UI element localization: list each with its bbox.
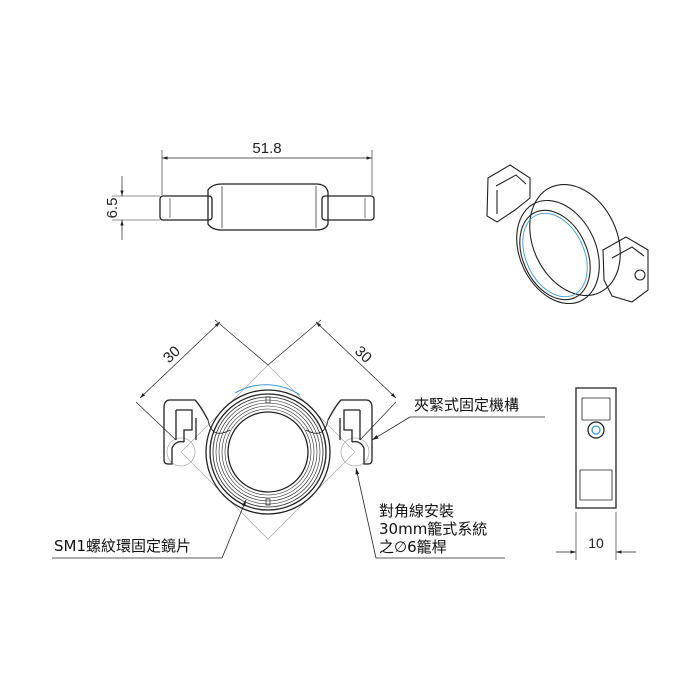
label-cage-rod-line3: 之∅6籠桿: [379, 538, 447, 556]
label-cage-rod-line1: 對角線安裝: [379, 502, 455, 520]
leader-lines: [52, 416, 545, 559]
label-cage-rod-line2: 30mm籠式系統: [379, 520, 488, 538]
dim-diagonal-right: 30: [351, 343, 375, 367]
construction-lines: [166, 364, 370, 540]
dim-line-diagonal-right: [315, 321, 397, 399]
dim-overall-length: 51.8: [252, 140, 281, 157]
isometric-view: [486, 164, 649, 305]
dim-side-width: 10: [588, 535, 604, 551]
top-view: [112, 150, 375, 240]
dim-rod-height: 6.5: [104, 198, 121, 219]
dim-line-diagonal-left: [139, 321, 221, 399]
front-view: 30 30: [135, 319, 397, 540]
dim-diagonal-left: 30: [160, 343, 184, 367]
label-sm1-lens: SM1螺紋環固定鏡片: [54, 537, 192, 555]
side-view: [556, 387, 636, 560]
label-clamp-mechanism: 夾緊式固定機構: [414, 396, 520, 414]
